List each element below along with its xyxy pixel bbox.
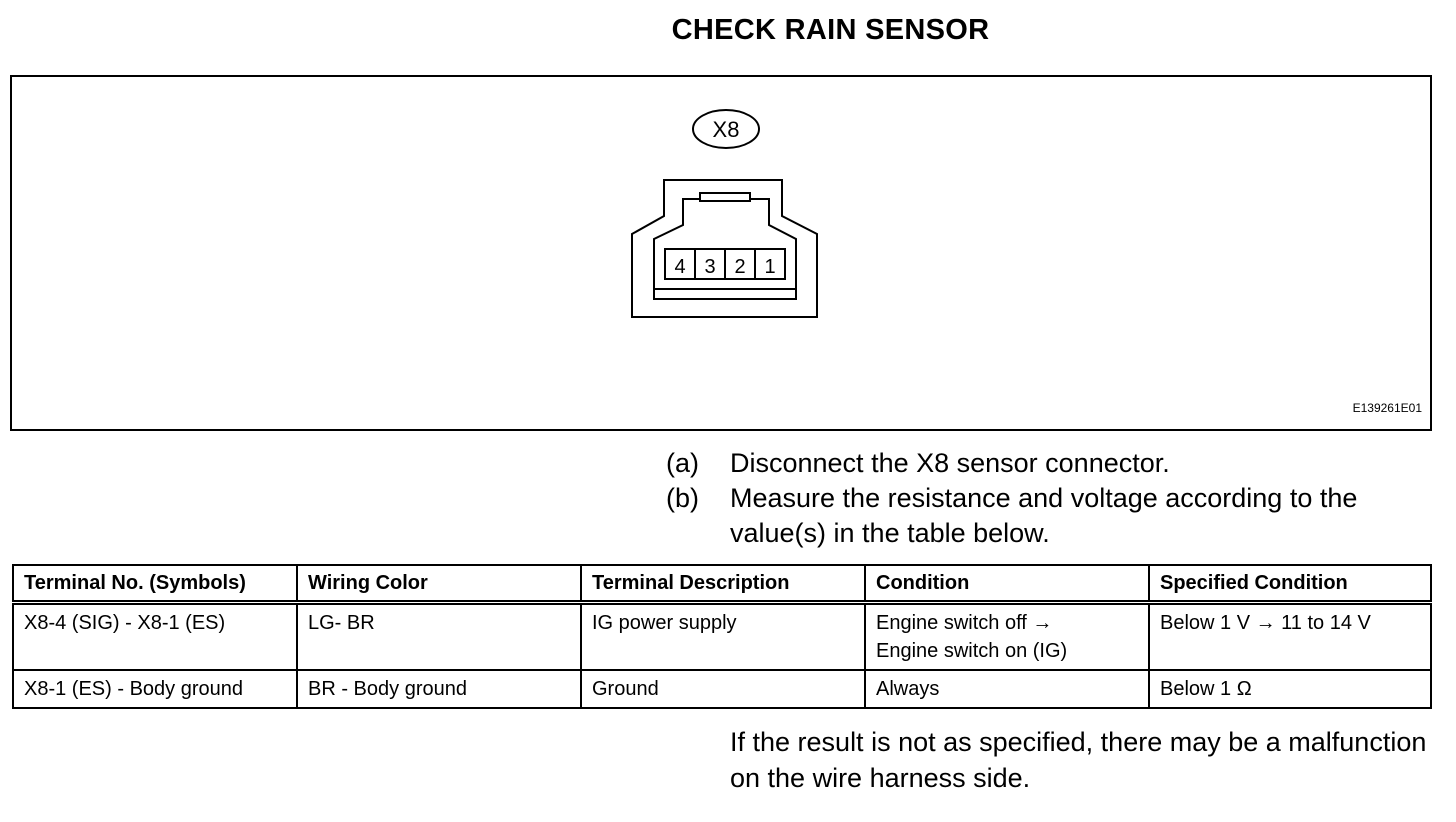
step-label: (a) [666,448,699,478]
table-cell: Engine switch off → Engine switch on (IG… [864,601,1150,671]
page-title: CHECK RAIN SENSOR [671,14,990,46]
table-cell: LG- BR [296,601,582,671]
result-note: If the result is not as specified, there… [730,727,1427,793]
terminal-1: 1 [764,256,775,278]
terminal-2: 2 [734,256,745,278]
connector-label-ellipse [692,109,760,149]
table-cell: Always [864,669,1150,709]
column-header: Condition [864,564,1150,605]
table-header-row: Terminal No. (Symbols) Wiring Color Term… [12,564,1432,605]
connector-label: X8 [713,117,740,142]
connector-inner [653,198,797,300]
table-cell: BR - Body ground [296,669,582,709]
table-cell: Below 1 V → 11 to 14 V [1148,601,1432,671]
table-cell: IG power supply [580,601,866,671]
table-cell: Below 1 Ω [1148,669,1432,709]
connector-diagram: X8 4 3 2 1 [631,109,818,318]
terminal-3: 3 [704,256,715,278]
table-row: X8-4 (SIG) - X8-1 (ES) LG- BR IG power s… [12,601,1432,671]
connector-latch [699,192,751,202]
column-header: Wiring Color [296,564,582,605]
instruction-steps: (a) Disconnect the X8 sensor connector. … [666,446,1426,551]
connector-housing [631,179,818,318]
table-cell: X8-4 (SIG) - X8-1 (ES) [12,601,298,671]
column-header: Terminal Description [580,564,866,605]
figure-id: E139261E01 [1352,401,1422,415]
table-cell: X8-1 (ES) - Body ground [12,669,298,709]
terminal-4: 4 [674,256,685,278]
table-cell: Ground [580,669,866,709]
step-a: (a) Disconnect the X8 sensor connector. [666,446,1426,481]
table-row: X8-1 (ES) - Body ground BR - Body ground… [12,669,1432,709]
column-header: Terminal No. (Symbols) [12,564,298,605]
column-header: Specified Condition [1148,564,1432,605]
specification-table: Terminal No. (Symbols) Wiring Color Term… [12,564,1432,709]
connector-figure: X8 4 3 2 1 E139261E01 [10,75,1432,431]
step-text: Measure the resistance and voltage accor… [730,483,1358,548]
step-label: (b) [666,483,699,513]
step-b: (b) Measure the resistance and voltage a… [666,481,1426,551]
step-text: Disconnect the X8 sensor connector. [730,448,1170,478]
